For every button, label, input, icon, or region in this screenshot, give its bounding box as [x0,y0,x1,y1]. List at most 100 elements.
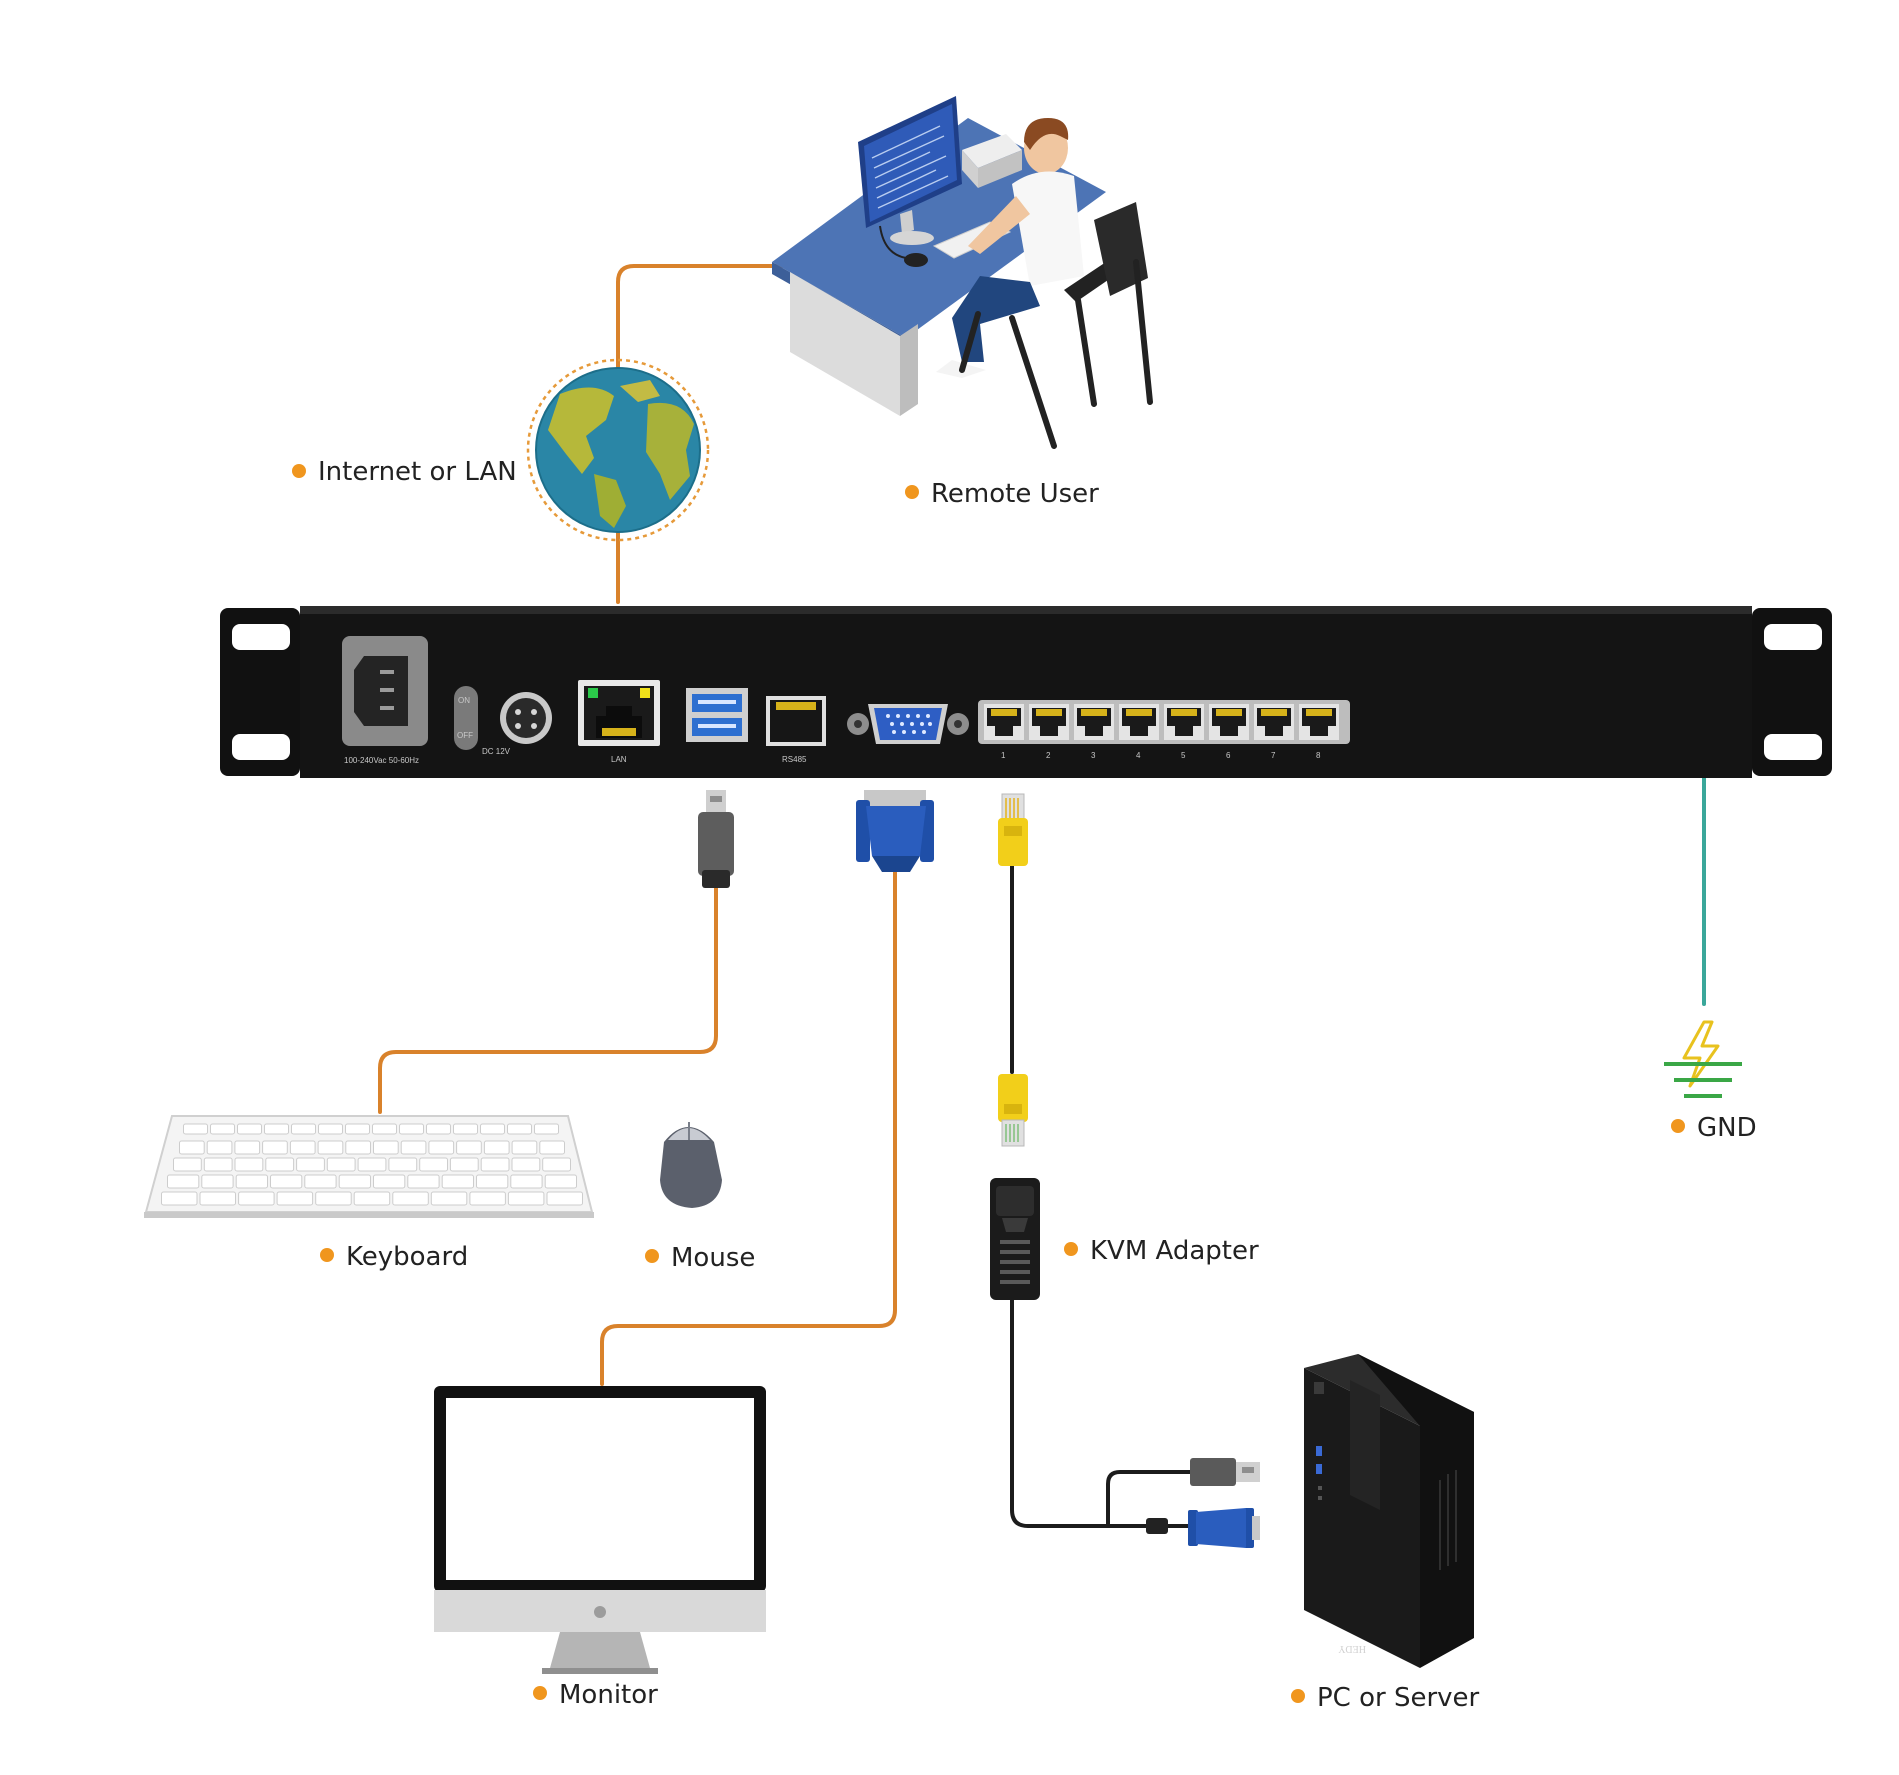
keyboard-key [510,1174,543,1189]
keyboard-key [265,1157,295,1172]
cables [378,264,1706,1528]
callout-labels: Internet or LAN Remote User Keyboard Mou… [292,457,1757,1713]
keyboard-key [373,1140,399,1155]
keyboard-key [388,1157,418,1172]
keyboard-key [428,1140,455,1155]
port-number-label: 7 [1271,751,1276,760]
mouse-callout: Mouse [645,1243,755,1273]
keyboard-key [539,1140,565,1155]
pc-tower-icon: HEDY [1304,1354,1474,1668]
port-number-label: 4 [1136,751,1141,760]
keyboard-key [173,1157,202,1172]
keyboard-key [210,1123,235,1135]
port-number-label: 5 [1181,751,1186,760]
rj45-plug-bottom [998,1074,1028,1147]
keyboard-key [296,1157,325,1172]
adapter-pc-cable [1010,1298,1150,1528]
port-number-label: 6 [1226,751,1231,760]
kvm-adapter-label: KVM Adapter [1090,1236,1259,1266]
keyboard-key [318,1123,343,1135]
pc-server-label: PC or Server [1317,1683,1480,1713]
keyboard-key [206,1140,233,1155]
adapter-split-cable [1106,1470,1192,1528]
adapter-vga-plug [1146,1508,1260,1548]
kvm-adapter-icon [990,1178,1040,1300]
keyboard-key [372,1123,397,1135]
keyboard-key [276,1191,314,1206]
keyboard-key [345,1140,371,1155]
keyboard-key [407,1174,440,1189]
power-switch[interactable] [454,686,478,750]
usb-keyboard-cable [378,886,718,1114]
keyboard-key [338,1174,372,1189]
keyboard-key [203,1157,233,1172]
lan-label: LAN [611,755,627,764]
keyboard-key [179,1140,205,1155]
keyboard-key [234,1140,261,1155]
rj45-port-7 [1254,704,1294,740]
keyboard-key [238,1191,275,1206]
keyboard-key [453,1123,478,1135]
keyboard-key [456,1140,482,1155]
keyboard-key [542,1157,572,1172]
keyboard-key [544,1174,578,1189]
keyboard-key [426,1123,451,1135]
keyboard-key [235,1174,268,1189]
port-number-label: 3 [1091,751,1096,760]
switch-off-label: OFF [457,731,473,740]
mouse-label: Mouse [671,1243,755,1273]
keyboard-key [167,1174,200,1189]
keyboard-key [399,1123,424,1135]
keyboard-key [264,1123,289,1135]
usb-ports [686,688,748,742]
ground-icon [1664,1020,1742,1098]
vga-monitor-cable [600,866,897,1386]
kvm-adapter-callout: KVM Adapter [1064,1236,1259,1266]
keyboard-callout: Keyboard [320,1242,468,1272]
keyboard-key [476,1174,509,1189]
gnd-label: GND [1697,1113,1757,1143]
keyboard-key [546,1191,583,1206]
keyboard-key [480,1157,510,1172]
keyboard-key [237,1123,262,1135]
rj45-port-1 [984,704,1024,740]
keyboard-key [469,1191,506,1206]
usb-plug [698,790,734,888]
rj45-port-3 [1074,704,1114,740]
rj45-plug-top [998,793,1028,866]
keyboard-key [373,1174,406,1189]
rj45-port-6 [1209,704,1249,740]
keyboard-key [262,1140,288,1155]
monitor-callout: Monitor [533,1680,658,1710]
keyboard-key [326,1157,356,1172]
mouse-icon [660,1122,722,1208]
keyboard-key [199,1191,236,1206]
internet-cable [616,264,792,604]
dc-jack [500,692,552,744]
monitor-label: Monitor [559,1680,658,1710]
keyboard-key [507,1123,532,1135]
port-number-label: 2 [1046,751,1051,760]
port-number-label: 8 [1316,751,1321,760]
keyboard-key [511,1140,538,1155]
pc-server-callout: PC or Server [1291,1683,1480,1713]
keyboard-key [430,1191,468,1206]
keyboard-icon [144,1115,594,1218]
keyboard-key [480,1123,505,1135]
remote-user-label: Remote User [931,479,1099,509]
kvm-switch: 100-240Vac 50-60Hz ON OFF DC 12V LAN [220,606,1832,778]
keyboard-key [483,1140,510,1155]
keyboard-key [345,1123,370,1135]
rj45-port-4 [1119,704,1159,740]
rj45-port-8 [1299,704,1339,740]
remote-user-illustration [772,96,1153,449]
switch-on-label: ON [458,696,470,705]
dc-12v-label: DC 12V [482,747,511,756]
keyboard-key [234,1157,264,1172]
keyboard-key [511,1157,541,1172]
keyboard-key [289,1140,316,1155]
keyboard-key [201,1174,234,1189]
keyboard-key [441,1174,475,1189]
rj45-port-5 [1164,704,1204,740]
